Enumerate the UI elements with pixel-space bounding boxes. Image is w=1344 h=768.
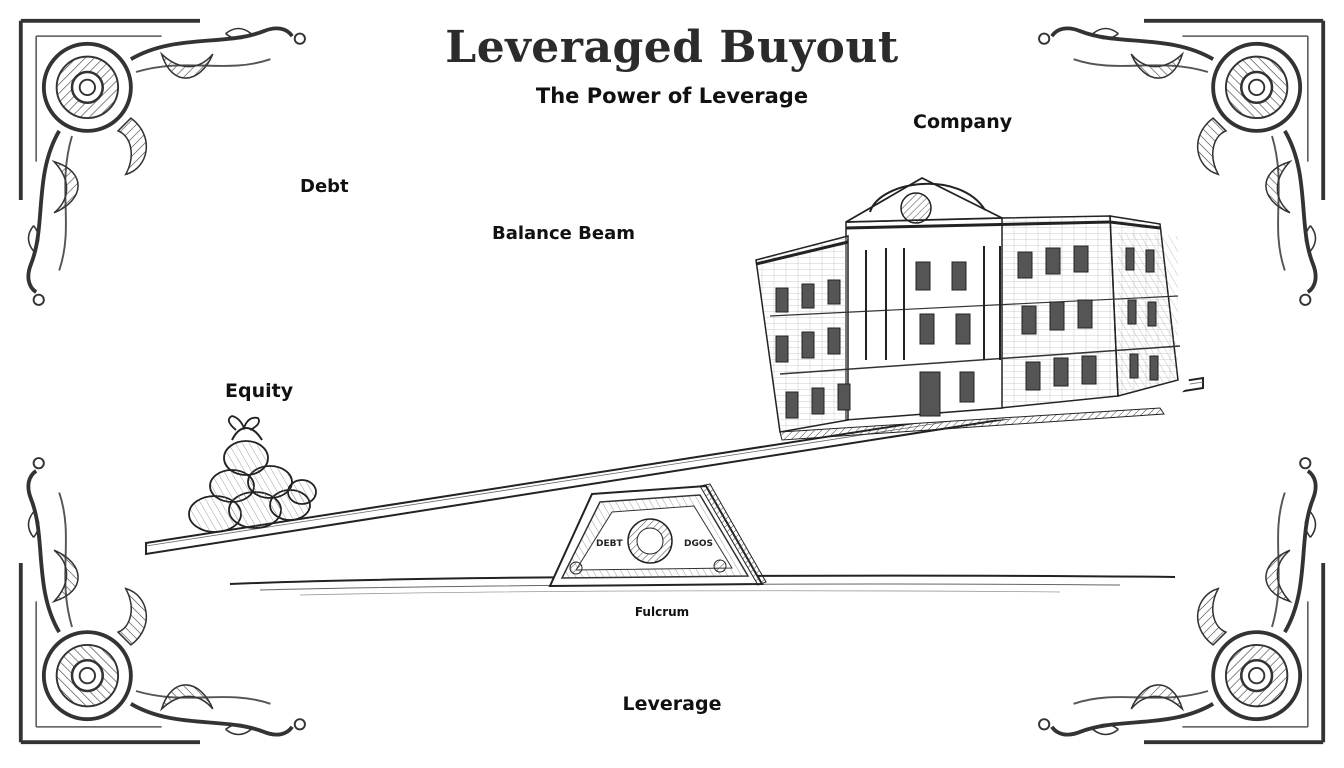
label-equity: Equity bbox=[225, 380, 294, 402]
fulcrum-bill-stack: DEBT DGOS bbox=[548, 483, 767, 588]
bill-right-text: DGOS bbox=[684, 539, 713, 549]
page-subtitle: The Power of Leverage bbox=[535, 84, 809, 108]
company-building bbox=[755, 172, 1190, 441]
page-title: Leveraged Buyout bbox=[445, 22, 899, 73]
label-debt: Debt bbox=[300, 176, 349, 197]
label-company: Company bbox=[913, 111, 1013, 133]
bill-left-text: DEBT bbox=[596, 539, 623, 549]
label-fulcrum: Fulcrum bbox=[634, 605, 690, 619]
label-balance-beam: Balance Beam bbox=[492, 223, 635, 244]
label-leverage: Leverage bbox=[622, 693, 722, 715]
money-bags bbox=[188, 415, 317, 533]
